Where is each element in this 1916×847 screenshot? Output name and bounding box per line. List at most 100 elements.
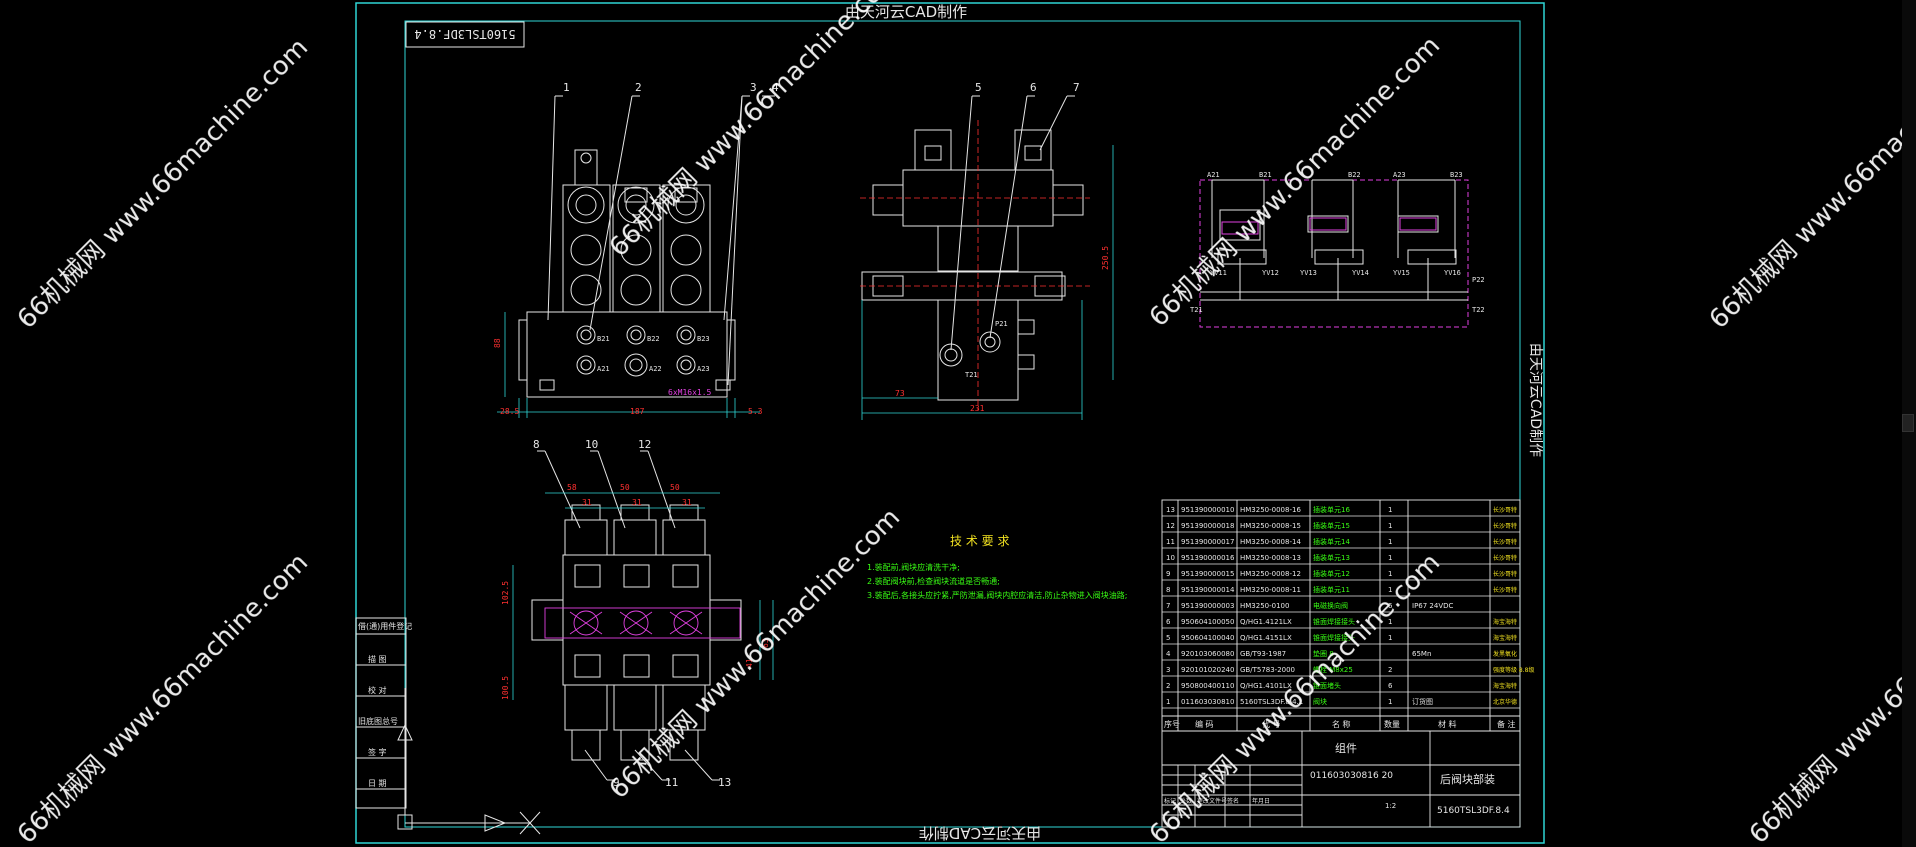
bom-cell-name: 垫圈 8 — [1313, 649, 1334, 658]
front-dimensions — [497, 312, 760, 418]
bom-cell-mat: 订货图 — [1412, 697, 1433, 706]
title-block-drawing-no: 5160TSL3DF.8.4 — [1437, 806, 1510, 816]
bom-cell-spec: HM3250-0100 — [1240, 602, 1289, 610]
port-label-b22: B22 — [647, 335, 660, 343]
schem-valve-yv11: YV11 — [1210, 269, 1227, 277]
side-port-t21: T21 — [965, 371, 978, 379]
top-dim-58: 58 — [567, 483, 577, 492]
bom-header-spec: 代 号 — [1262, 719, 1281, 729]
top-callout-9: 9 — [613, 776, 620, 789]
bom-cell-no: 3 — [1166, 666, 1170, 674]
top-callout-10: 10 — [585, 438, 598, 451]
sidebar-label-4: 签 字 — [368, 747, 387, 757]
schem-port-b23: B23 — [1450, 171, 1463, 179]
bom-cell-spec: GB/T93-1987 — [1240, 650, 1286, 658]
top-dim-1005: 100.5 — [501, 676, 510, 700]
bom-cell-code: 951390000017 — [1181, 538, 1234, 546]
schem-port-a23: A23 — [1393, 171, 1406, 179]
schem-port-b21: B21 — [1259, 171, 1272, 179]
bom-cell-code: 920103060080 — [1181, 650, 1234, 658]
port-label-a23: A23 — [697, 365, 710, 373]
front-port-labels: B21 B22 B23 A21 A22 A23 — [597, 335, 710, 373]
schematic-labels: A21 B21 B22 A23 B23 YV11 YV12 YV13 YV14 … — [1190, 171, 1485, 314]
bom-cell-note: 强度等级 8.8级 — [1493, 666, 1534, 674]
bom-cell-no: 6 — [1166, 618, 1171, 626]
bom-header: 序号 编 码 代 号 名 称 数量 材 料 备 注 — [1164, 719, 1516, 729]
alignment-markers — [397, 688, 541, 835]
bom-cell-no: 13 — [1166, 506, 1175, 514]
title-block-scale: 1:2 — [1385, 802, 1396, 810]
bom-cell-spec: GB/T5783-2000 — [1240, 666, 1295, 674]
title-block-assembly: 组件 — [1335, 741, 1357, 755]
front-view — [518, 149, 736, 398]
left-sidebar-labels: 借(通)用件登记 描 图 校 对 旧底图总号 签 字 日 期 — [358, 621, 412, 788]
schem-side-t21: T21 — [1190, 306, 1203, 314]
schem-valve-yv13: YV13 — [1300, 269, 1317, 277]
watermark-2: 66机械网 www.66machine.com — [12, 548, 314, 847]
side-callout-7: 7 — [1073, 81, 1080, 94]
bom-cell-name: 螺栓 M8x25 — [1313, 665, 1353, 674]
sidebar-label-2: 校 对 — [368, 685, 387, 695]
bom-header-name: 名 称 — [1332, 719, 1351, 729]
bom-cell-note: 海宝海特 — [1493, 618, 1517, 626]
top-callout-12: 12 — [638, 438, 651, 451]
bom-cell-code: 950604100050 — [1181, 618, 1234, 626]
vertical-scrollbar[interactable] — [1902, 0, 1916, 847]
bom-cell-note: 长沙哥特 — [1493, 554, 1517, 562]
inner-frame — [404, 20, 1521, 828]
top-dim-63: 63 — [761, 638, 770, 648]
bom-cell-name: 锥面焊接接头 — [1313, 633, 1355, 642]
title-block-text: 组件 011603030816 20 后阀块部装 5160TSL3DF.8.4 … — [1164, 741, 1510, 816]
watermarks: 66机械网 www.66machine.com 66机械网 www.66mach… — [12, 0, 1916, 847]
schem-port-a21: A21 — [1207, 171, 1220, 179]
top-view — [531, 504, 742, 761]
sidebar-label-0: 借(通)用件登记 — [358, 621, 412, 631]
front-dim-53: 5.3 — [748, 407, 763, 416]
watermark-4: 66机械网 www.66machine.com — [604, 503, 906, 805]
bom-cell-name: 插装单元15 — [1313, 521, 1350, 530]
top-dim-50b: 50 — [670, 483, 680, 492]
watermark-8: 66机械网 www.66machine.com — [1744, 548, 1916, 847]
schem-valve-yv15: YV15 — [1393, 269, 1410, 277]
title-block-row-label-3: 签名 — [1227, 797, 1239, 805]
bom-cell-note: 长沙哥特 — [1493, 506, 1517, 514]
bom-cell-spec: Q/HG1.4151LX — [1240, 634, 1292, 642]
side-dim-73: 73 — [895, 389, 905, 398]
top-view-magenta-detail — [544, 607, 741, 639]
bom-cell-spec: HM3250-0008-16 — [1240, 506, 1301, 514]
bom-cell-note: 发黑氧化 — [1493, 650, 1517, 658]
tech-req-line-3: 3.装配后,各接头应拧紧,严防泄漏,阀块内腔应清洁,防止杂物进入阀块油路; — [867, 590, 1128, 600]
bom-cell-name: 插装单元13 — [1313, 553, 1350, 562]
bom-cell-no: 4 — [1166, 650, 1171, 658]
bom-cell-note: 长沙哥特 — [1493, 570, 1517, 578]
bom-cell-no: 12 — [1166, 522, 1175, 530]
bom-cell-qty: 1 — [1388, 618, 1392, 626]
sidebar-label-1: 描 图 — [368, 654, 387, 664]
bom-cell-qty: 1 — [1388, 506, 1392, 514]
bom-cell-name: 电磁换向阀 — [1313, 601, 1348, 610]
bom-cell-code: 920101020240 — [1181, 666, 1234, 674]
front-callout-lines — [547, 95, 775, 386]
bom-cell-mat: 65Mn — [1412, 650, 1431, 658]
tech-req-line-1: 1.装配前,阀块应清洗干净; — [867, 562, 960, 572]
port-label-b23: B23 — [697, 335, 710, 343]
bom-cell-spec: HM3250-0008-11 — [1240, 586, 1301, 594]
bom-cell-name: 锥面焊接接头 — [1313, 617, 1355, 626]
bom-cell-code: 951390000016 — [1181, 554, 1235, 562]
port-label-b21: B21 — [597, 335, 610, 343]
watermark-3: 66机械网 www.66machine.com — [604, 0, 906, 263]
front-dim-187: 187 — [630, 407, 645, 416]
bom-header-no: 序号 — [1164, 719, 1180, 729]
scrollbar-thumb[interactable] — [1902, 414, 1914, 432]
bom-cell-no: 2 — [1166, 682, 1170, 690]
bom-cell-note: 长沙哥特 — [1493, 586, 1517, 594]
front-dim-88: 88 — [493, 338, 502, 348]
bom-header-code: 编 码 — [1195, 719, 1214, 729]
front-dim-285: 28.5 — [500, 407, 519, 416]
bom-cell-code: 951390000003 — [1181, 602, 1234, 610]
side-port-p21: P21 — [995, 320, 1008, 328]
bom-cell-code: 950604100040 — [1181, 634, 1234, 642]
bom-cell-mat: IP67 24VDC — [1412, 602, 1454, 610]
